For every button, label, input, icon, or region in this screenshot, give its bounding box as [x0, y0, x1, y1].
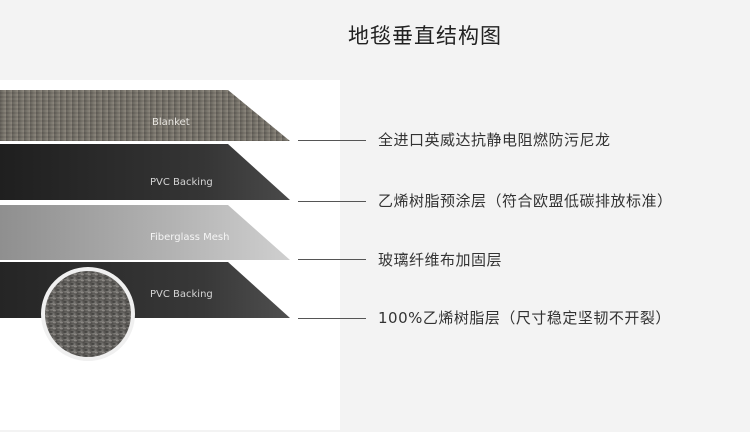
layer-label-1: PVC Backing: [150, 177, 213, 188]
layer-description-3: 100%乙烯树脂层（尺寸稳定坚韧不开裂）: [378, 309, 671, 327]
leader-line-3: [298, 318, 366, 319]
layer-description-2: 玻璃纤维布加固层: [378, 251, 503, 269]
blanket-layer: [0, 90, 290, 141]
layer-description-0: 全进口英威达抗静电阻燃防污尼龙: [378, 131, 611, 149]
leader-line-2: [298, 259, 366, 260]
page-title: 地毯垂直结构图: [348, 24, 502, 48]
layer-label-0: Blanket: [152, 117, 190, 128]
fiberglass-mesh-layer: [0, 205, 290, 260]
layer-description-1: 乙烯树脂预涂层（符合欧盟低碳排放标准）: [378, 192, 673, 210]
layer-label-3: PVC Backing: [150, 289, 213, 300]
pvc-backing-top-layer: [0, 144, 290, 200]
leader-line-1: [298, 201, 366, 202]
texture-detail-circle-icon: [41, 267, 135, 361]
leader-line-0: [298, 140, 366, 141]
layer-label-2: Fiberglass Mesh: [150, 232, 229, 243]
